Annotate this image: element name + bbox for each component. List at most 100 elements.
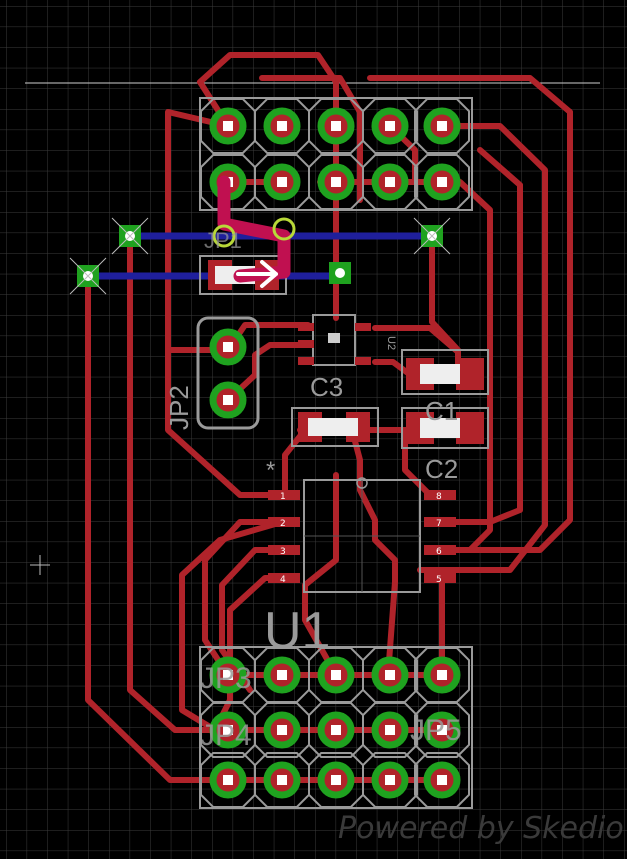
pad-hole [277, 670, 287, 680]
pad-outline [200, 154, 256, 210]
pad-hole [277, 177, 287, 187]
pad-outline [414, 98, 470, 154]
pad-outline [254, 154, 310, 210]
pad-hole [331, 670, 341, 680]
label-c1: C1 [425, 396, 458, 426]
capacitor-c3[interactable] [291, 407, 379, 447]
pad-hole [385, 725, 395, 735]
pad-hole [437, 121, 447, 131]
pad-outline [362, 752, 418, 808]
pad-outline [254, 752, 310, 808]
label-c3: C3 [310, 372, 343, 402]
airwire-endpoint [212, 224, 236, 248]
pad-outline [308, 752, 364, 808]
pad-outline [200, 98, 256, 154]
trace [259, 75, 363, 203]
pad-hole [331, 121, 341, 131]
vias [69, 217, 451, 295]
pad-hole [223, 725, 233, 735]
u1-pin[interactable] [424, 573, 456, 583]
via[interactable] [329, 262, 351, 284]
trace [179, 519, 285, 733]
pad-outline [362, 702, 418, 758]
u1-pin[interactable] [424, 490, 456, 500]
pad-hole [331, 177, 341, 187]
pad-hole [223, 342, 233, 352]
pad-outline [308, 98, 364, 154]
via-crosshair [111, 217, 149, 255]
label-pin1-marker: * [266, 457, 275, 484]
trace [372, 325, 461, 355]
pad-outline [308, 154, 364, 210]
u1-pin[interactable] [424, 517, 456, 527]
label-jp3: JP3 [200, 662, 252, 695]
label-jp2: JP2 [164, 385, 194, 430]
through-hole-headers [199, 97, 473, 809]
pad-hole [223, 775, 233, 785]
label-jp5: JP5 [410, 714, 462, 747]
pad-hole [331, 725, 341, 735]
label-c2: C2 [425, 454, 458, 484]
via-crosshair [69, 257, 107, 295]
trace [197, 52, 339, 129]
pad-hole [277, 121, 287, 131]
watermark-text: Powered by Skedio [338, 811, 624, 846]
pad-outline [362, 98, 418, 154]
pad-hole [437, 725, 447, 735]
pad-hole [437, 177, 447, 187]
label-jp1-partial: JP1 [204, 228, 242, 253]
u1-pin[interactable] [268, 573, 300, 583]
trace [439, 147, 523, 525]
pad-hole [385, 670, 395, 680]
pad-outline [414, 752, 470, 808]
pad-hole [277, 725, 287, 735]
u1-pin[interactable] [268, 545, 300, 555]
u1-pin-number: 1 [280, 492, 286, 502]
pad-hole [385, 177, 395, 187]
trace [202, 519, 285, 678]
via-crosshair [413, 217, 451, 255]
pad-outline [254, 702, 310, 758]
pad-hole [223, 670, 233, 680]
u1-pin[interactable] [268, 490, 300, 500]
pad-hole [437, 670, 447, 680]
jp2-outline [196, 316, 260, 430]
u1-pin-number: 6 [436, 547, 442, 557]
pad-outline [414, 702, 470, 758]
pad-outline [200, 752, 256, 808]
trace [225, 342, 311, 403]
pad-outline [308, 702, 364, 758]
pad-outline [414, 154, 470, 210]
u1-pin-number: 5 [436, 575, 442, 585]
label-u2: U2 [385, 336, 397, 350]
pad-outline [254, 98, 310, 154]
u2-ic[interactable] [298, 314, 371, 366]
trace [417, 123, 548, 573]
trace [349, 427, 398, 678]
capacitor-c2[interactable] [401, 407, 489, 449]
u1-pin[interactable] [268, 517, 300, 527]
pad-hole [223, 121, 233, 131]
u1-pin-number: 7 [436, 519, 442, 529]
trace [165, 347, 285, 498]
u1-pin-number: 4 [280, 575, 286, 585]
capacitor-c1[interactable] [401, 349, 489, 395]
pad-outline [362, 154, 418, 210]
label-u1: U1 [264, 602, 330, 660]
pad-hole [223, 395, 233, 405]
airwire-endpoint [272, 217, 296, 241]
label-jp4: JP4 [200, 719, 252, 752]
pad-hole [277, 775, 287, 785]
crosshair-icon [30, 555, 50, 575]
arrow-right-icon[interactable] [236, 260, 278, 288]
pad-outline [200, 702, 256, 758]
u1-pin-number: 8 [436, 492, 442, 502]
u1-pin-number: 3 [280, 547, 286, 557]
pad-hole [385, 775, 395, 785]
u1-pin[interactable] [424, 545, 456, 555]
pad-hole [385, 121, 395, 131]
jp2-header[interactable] [196, 316, 260, 430]
